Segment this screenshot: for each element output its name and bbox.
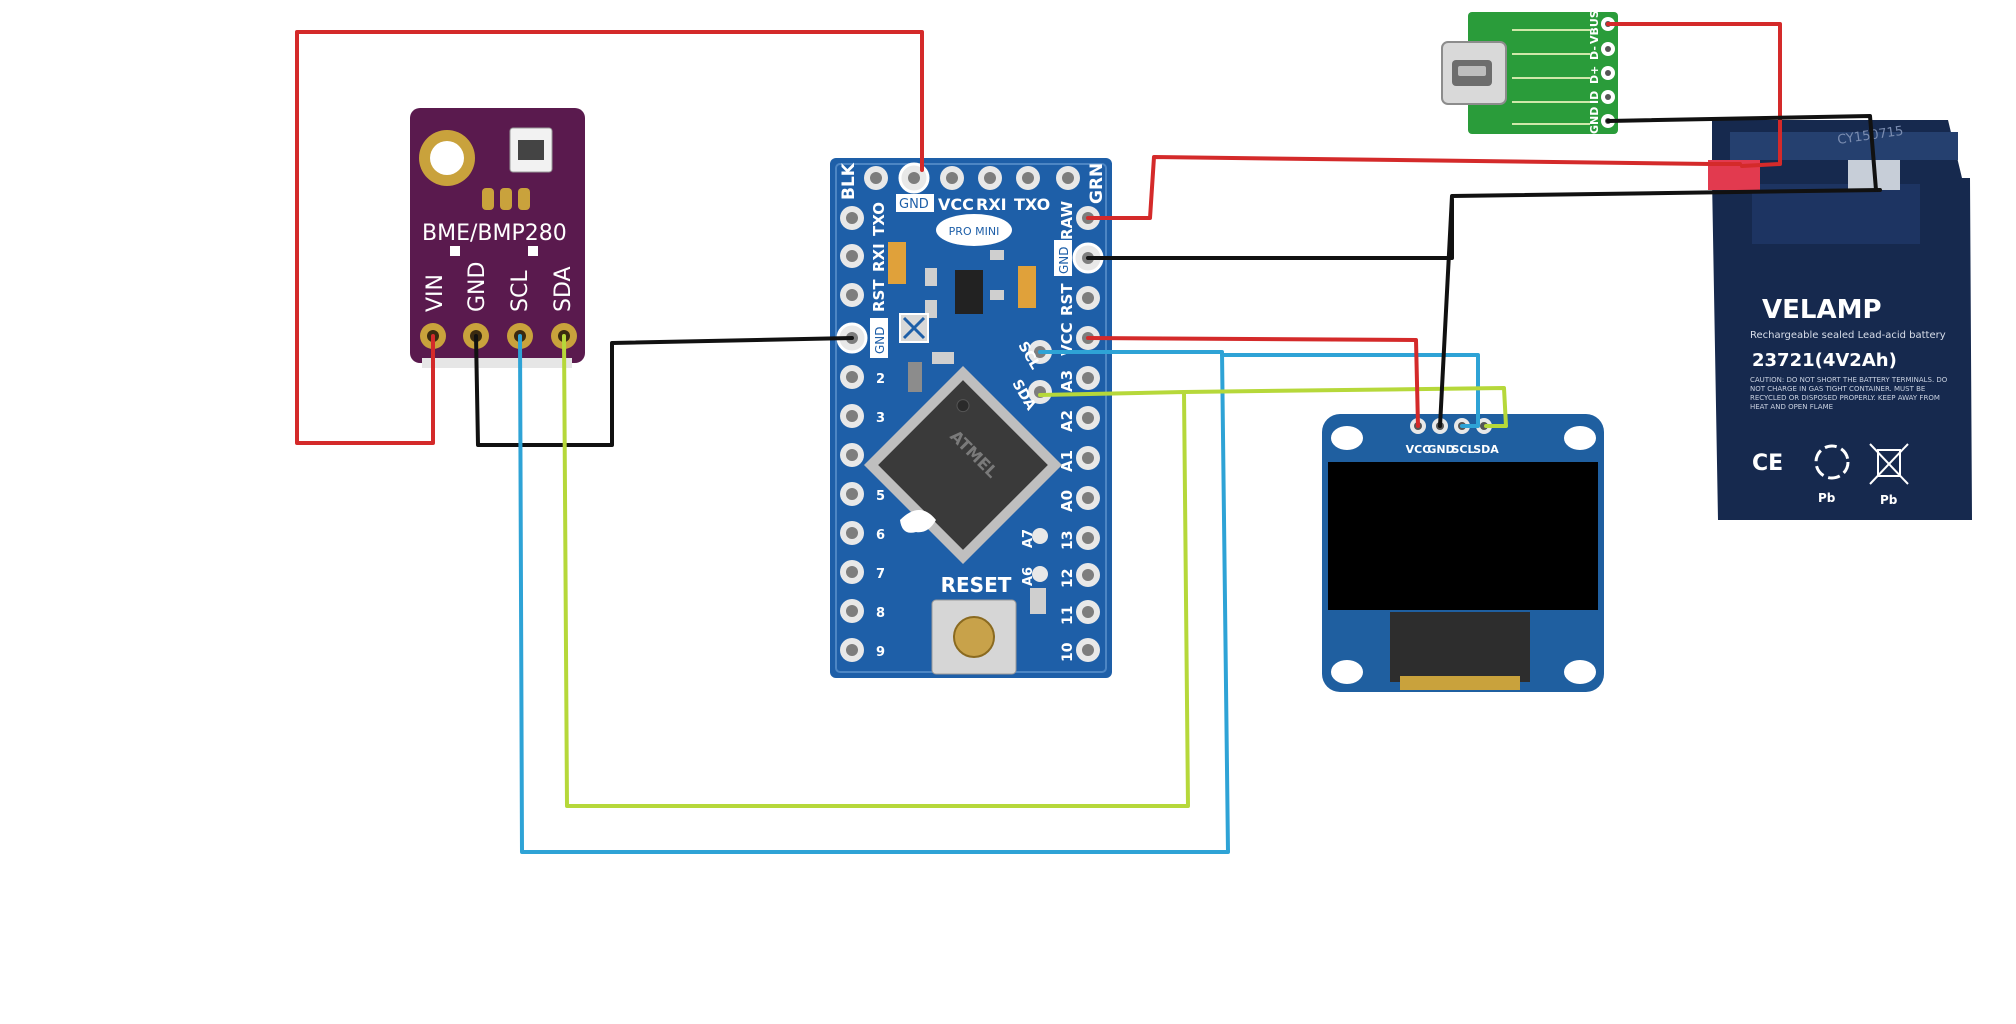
- arduino-label-pin-10: 10: [1060, 642, 1076, 662]
- wire-black-bme-gnd: [474, 334, 854, 447]
- oled-pin-label-gnd: GND: [1427, 443, 1454, 456]
- bme-pin-label-vin: VIN: [423, 274, 448, 312]
- oled-ribbon-connector: [1390, 612, 1530, 682]
- arduino-label-gnd-top: GND: [899, 197, 929, 212]
- arduino-pro-mini-board: BLK GND VCC RXI TXO GRN TXO RXI RST GND …: [830, 158, 1112, 678]
- recycle-icon: [1814, 444, 1850, 480]
- bme-pin-label-gnd: GND: [465, 262, 490, 312]
- battery-ce-mark: CE: [1752, 451, 1783, 476]
- arduino-label-a0: A0: [1058, 490, 1076, 512]
- wire-red-bme-vin: [295, 30, 924, 445]
- wire-green-oled-sda: [1182, 386, 1508, 428]
- arduino-label-raw: RAW: [1058, 201, 1076, 240]
- lead-acid-battery: CY150715 VELAMP Rechargeable sealed Lead…: [1708, 120, 1972, 520]
- arduino-label-rst-left: RST: [870, 279, 888, 312]
- arduino-label-rst-right: RST: [1058, 283, 1076, 316]
- pro-mini-badge-text: PRO MINI: [949, 225, 1000, 238]
- bme-pin-label-sda: SDA: [551, 266, 576, 312]
- pro-mini-badge: [936, 214, 1012, 246]
- wire-black-usb-gnd: [1606, 114, 1878, 192]
- regulator-icon: [955, 270, 983, 314]
- arduino-label-gnd-right: GND: [1057, 246, 1071, 274]
- battery-brand: VELAMP: [1762, 295, 1882, 325]
- battery-pb-mark-1: Pb: [1818, 491, 1836, 505]
- battery-caution: CAUTION: DO NOT SHORT THE BATTERY TERMIN…: [1750, 376, 1948, 411]
- arduino-label-rxi-top: RXI: [976, 195, 1007, 214]
- arduino-label-txo-top: TXO: [1014, 195, 1050, 214]
- arduino-label-blk: BLK: [839, 162, 859, 200]
- arduino-label-pin-7: 7: [876, 567, 885, 582]
- arduino-label-gnd-left: GND: [873, 326, 887, 354]
- wires: [295, 22, 1882, 854]
- arduino-label-a2: A2: [1058, 410, 1076, 432]
- oled-screen: [1328, 462, 1598, 610]
- oled-pin-label-scl: SCL: [1451, 443, 1474, 456]
- usb-label-gnd: GND: [1588, 107, 1601, 134]
- arduino-label-pin-3: 3: [876, 411, 885, 426]
- wire-blue-oled-scl: [1220, 353, 1480, 428]
- bme280-title: BME/BMP280: [422, 221, 567, 246]
- wire-blue-scl: [518, 334, 1230, 854]
- usb-label-dminus: D-: [1588, 46, 1601, 60]
- wire-black-oled-gnd: [1438, 188, 1882, 428]
- arduino-left-pins: [836, 206, 868, 662]
- arduino-top-pins: [864, 162, 1080, 194]
- arduino-label-rxi-left: RXI: [870, 243, 888, 272]
- arduino-label-txo-left: TXO: [870, 202, 888, 236]
- usb-label-dplus: D+: [1588, 66, 1601, 84]
- wire-red-usb-vbus: [1606, 22, 1782, 168]
- arduino-label-a1: A1: [1058, 450, 1076, 472]
- arduino-label-pin-2: 2: [876, 372, 885, 387]
- usb-label-id: ID: [1588, 91, 1601, 104]
- oled-display-board: VCC GND SCL SDA: [1322, 414, 1604, 692]
- battery-pb-mark-2: Pb: [1880, 493, 1898, 507]
- sparkfun-flame-icon: [900, 510, 936, 533]
- wire-black-arduino-gnd: [1086, 198, 1454, 260]
- wire-red-oled-vcc: [1086, 336, 1420, 428]
- arduino-label-grn: GRN: [1087, 163, 1107, 204]
- bme280-sensor-board: BME/BMP280 VIN GND SCL SDA: [410, 108, 585, 368]
- usb-breakout-board: VBUS D- D+ ID GND: [1441, 10, 1618, 134]
- bme-pin-label-scl: SCL: [508, 270, 533, 312]
- arduino-label-pin-5: 5: [876, 489, 885, 504]
- oled-pin-label-sda: SDA: [1473, 443, 1499, 456]
- arduino-label-a7: A7: [1021, 529, 1036, 548]
- battery-subtitle: Rechargeable sealed Lead-acid battery: [1750, 330, 1946, 341]
- arduino-label-vcc-right: VCC: [1058, 322, 1076, 356]
- wire-red-arduino-raw: [1086, 155, 1742, 220]
- wire-green-sda: [562, 334, 1190, 808]
- arduino-label-pin-6: 6: [876, 528, 885, 543]
- arduino-label-vcc-top: VCC: [938, 195, 974, 214]
- arduino-label-pin-9: 9: [876, 645, 885, 660]
- oled-pin-label-vcc: VCC: [1406, 443, 1431, 456]
- arduino-label-pin-13: 13: [1060, 531, 1076, 550]
- bin-crossed-icon: [1869, 443, 1909, 485]
- arduino-label-pin-12: 12: [1060, 569, 1076, 588]
- battery-model: 23721(4V2Ah): [1752, 350, 1897, 371]
- arduino-label-a6: A6: [1021, 567, 1036, 586]
- arduino-label-pin-11: 11: [1060, 606, 1076, 625]
- usb-label-vbus: VBUS: [1588, 10, 1601, 44]
- reset-label: RESET: [941, 573, 1012, 597]
- arduino-label-pin-8: 8: [876, 606, 885, 621]
- arduino-label-a3: A3: [1058, 370, 1076, 392]
